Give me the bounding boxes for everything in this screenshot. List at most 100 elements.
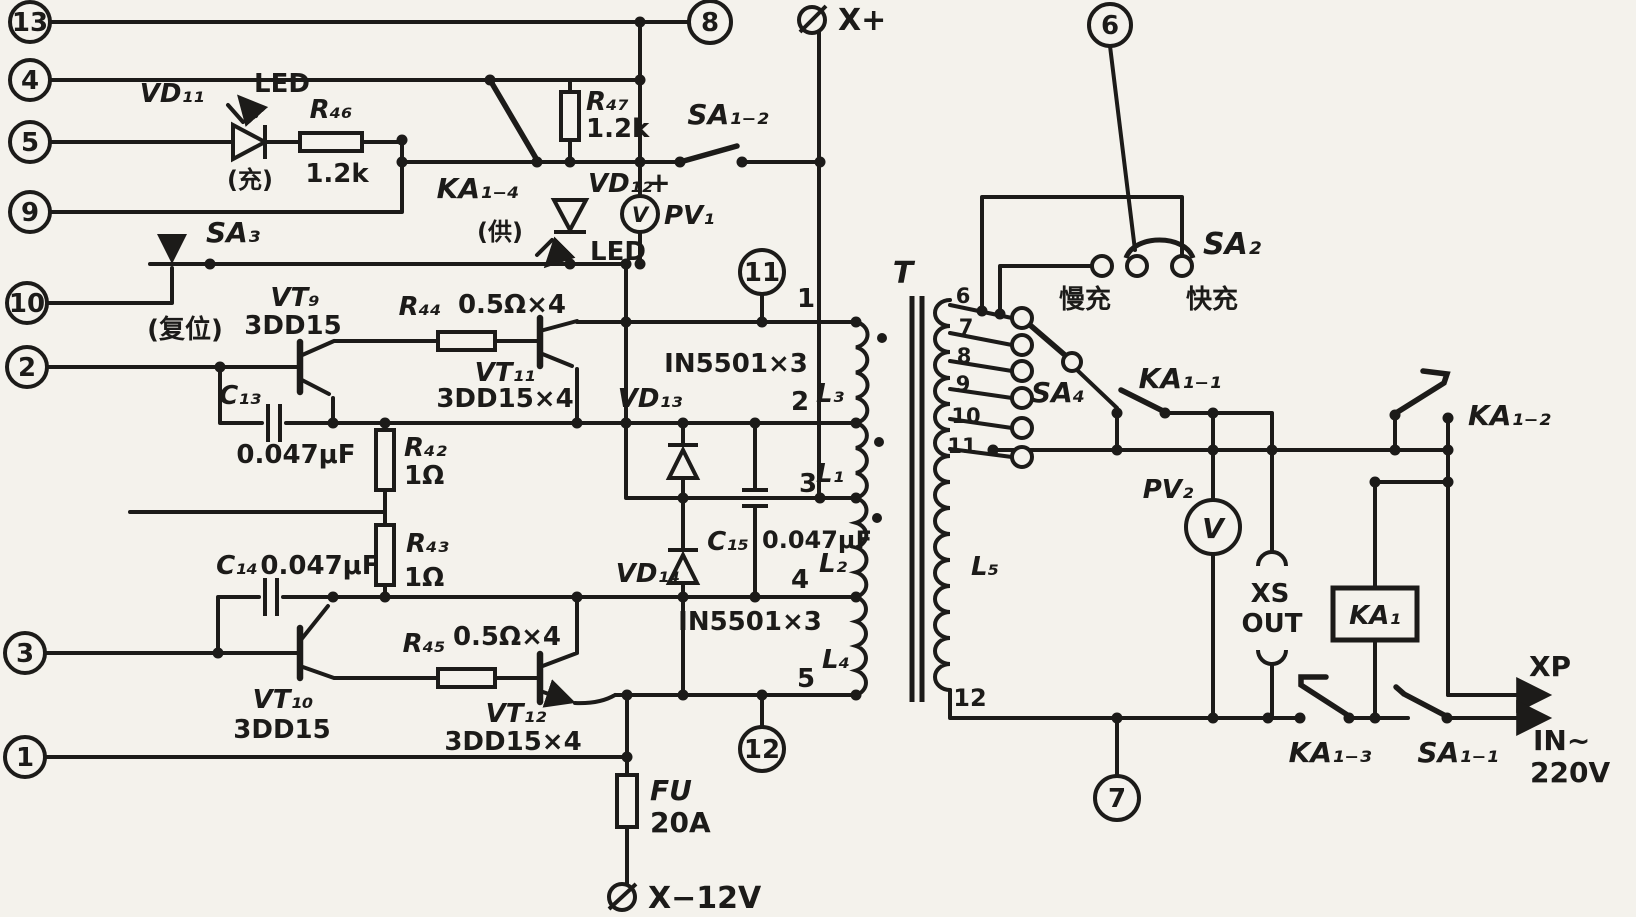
- sa4-switch: [1027, 322, 1069, 359]
- label-r47: R₄₇: [586, 87, 629, 117]
- label-vd11-kind: LED: [254, 69, 310, 99]
- label-tap-11: 11: [947, 434, 976, 458]
- label-out: OUT: [1242, 609, 1303, 639]
- ka1-4-switch: [487, 77, 540, 163]
- polarity-dot: [872, 513, 882, 523]
- terminal-8: 8: [687, 0, 733, 45]
- label-fast-charge: 快充: [1186, 284, 1238, 315]
- label-x-plus: X+: [838, 3, 886, 38]
- terminal-5: 5: [8, 120, 52, 164]
- label-r45-value: 0.5Ω×4: [453, 622, 561, 652]
- sa1-2-switch: [677, 143, 740, 165]
- label-sa1-2: SA₁₋₂: [687, 98, 769, 131]
- svg-text:10: 10: [9, 289, 45, 319]
- transformer: [848, 296, 952, 702]
- terminal-11: 11: [738, 248, 786, 296]
- terminal-12: 12: [738, 725, 786, 773]
- label-pv1-polarity: +: [647, 166, 670, 199]
- terminal-10: 10: [5, 281, 49, 325]
- capacitor-c15: [742, 488, 768, 508]
- label-tap-5: 5: [797, 664, 815, 694]
- switch-blades: [157, 77, 1451, 719]
- svg-text:1: 1: [16, 743, 34, 773]
- label-c15-value: 0.047μF: [762, 526, 872, 554]
- label-tap-9: 9: [956, 372, 971, 396]
- label-rect-bottom: IN5501×3: [678, 607, 822, 637]
- terminal-9: 9: [8, 190, 52, 234]
- label-r44: R₄₄: [399, 292, 442, 322]
- label-vt11: VT₁₁: [475, 358, 536, 388]
- resistor-r42: [374, 428, 396, 492]
- label-tap-10: 10: [951, 404, 980, 428]
- label-xs: XS: [1251, 579, 1290, 609]
- led-vd12: [537, 198, 590, 264]
- label-r43-value: 1Ω: [404, 563, 444, 593]
- label-sa4: SA₄: [1031, 376, 1085, 409]
- label-tap-6: 6: [956, 284, 971, 308]
- label-r47-value: 1.2k: [586, 114, 650, 144]
- label-vd11: VD₁₁: [140, 79, 204, 109]
- label-pv2: PV₂: [1143, 475, 1194, 505]
- svg-text:11: 11: [744, 258, 780, 288]
- svg-text:13: 13: [12, 8, 48, 38]
- sa4-tap-contact: [1010, 333, 1034, 357]
- socket-xs: [1256, 550, 1288, 666]
- resistor-r47: [559, 90, 581, 142]
- label-fu-value: 20A: [650, 806, 711, 839]
- label-pv1-glyph: V: [632, 203, 650, 227]
- capacitor-c14: [263, 578, 279, 616]
- terminal-6: 6: [1087, 2, 1133, 48]
- label-ka1-1: KA₁₋₁: [1139, 362, 1222, 395]
- label-vt10: VT₁₀: [253, 685, 314, 715]
- junction-dots: [204, 16, 1454, 763]
- label-ka1-3: KA₁₋₃: [1289, 736, 1372, 769]
- diode-vd13: [665, 443, 701, 480]
- label-ka1-2: KA₁₋₂: [1468, 399, 1551, 432]
- ka1-3-switch: [1298, 674, 1352, 719]
- terminal-x-minus: [607, 882, 638, 912]
- label-ka1-4: KA₁₋₄: [437, 172, 520, 205]
- sa4-tap-contact: [1010, 416, 1034, 440]
- svg-text:8: 8: [701, 8, 719, 38]
- labels: X+ X−12V VD₁₁ LED (充) R₄₆ 1.2k R₄₇ 1.2k …: [140, 3, 1611, 916]
- sa4-tap-contact: [1010, 386, 1034, 410]
- svg-text:12: 12: [744, 735, 780, 765]
- terminal-x-plus: [797, 4, 828, 35]
- ka1-2-switch: [1393, 368, 1451, 416]
- label-c14: C₁₄: [216, 551, 258, 581]
- label-vt11-value: 3DD15×4: [436, 384, 573, 414]
- label-rect-top: IN5501×3: [664, 349, 808, 379]
- sa2-contact-fast: [1170, 254, 1194, 278]
- led-vd11: [228, 99, 265, 163]
- label-tap-3: 3: [799, 469, 817, 499]
- label-vd12: VD₁₂: [588, 169, 653, 199]
- label-pv1: PV₁: [664, 201, 715, 231]
- label-sa3-note: (复位): [147, 314, 223, 345]
- label-winding-l1: L₁: [816, 459, 844, 489]
- sa4-tap-contact: [1010, 306, 1034, 330]
- label-pv2-glyph: V: [1202, 512, 1226, 545]
- label-c13: C₁₃: [219, 381, 261, 411]
- label-x-minus: X−12V: [648, 881, 762, 916]
- ka1-1-switch: [1118, 387, 1166, 414]
- label-c14-value: 0.047μF: [260, 551, 379, 581]
- label-vd13: VD₁₃: [618, 384, 683, 414]
- label-vd14: VD₁₄: [616, 559, 680, 589]
- label-fu: FU: [650, 774, 692, 807]
- fuse-fu: [615, 773, 639, 829]
- polarity-dot: [877, 333, 887, 343]
- label-vt12-value: 3DD15×4: [444, 727, 581, 757]
- resistor-r44: [436, 330, 497, 352]
- label-in-ac: IN~: [1533, 724, 1590, 757]
- label-tap-1: 1: [797, 284, 815, 314]
- svg-text:9: 9: [21, 198, 39, 228]
- label-tap-8: 8: [957, 344, 972, 368]
- sa2-contact-slow: [1090, 254, 1114, 278]
- terminal-3: 3: [3, 631, 47, 675]
- label-winding-l5: L₅: [971, 552, 999, 582]
- label-in-voltage: 220V: [1530, 756, 1610, 789]
- label-vt9: VT₉: [270, 283, 319, 313]
- transformer-core: [909, 296, 925, 702]
